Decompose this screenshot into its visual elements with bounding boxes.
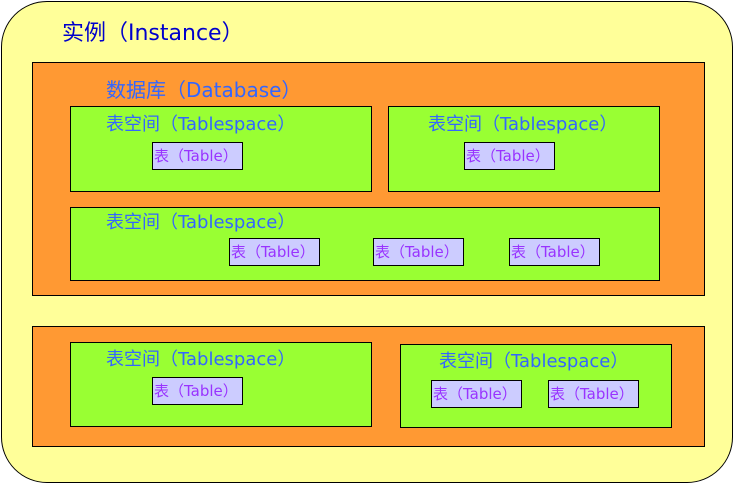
table-box-2: 表（Table）	[464, 142, 555, 170]
tablespace-title-3: 表空间（Tablespace）	[106, 212, 296, 233]
database-box-1: 数据库（Database） 表空间（Tablespace） 表（Table） 表…	[32, 62, 705, 296]
table-box-4: 表（Table）	[373, 238, 464, 266]
instance-title: 实例（Instance）	[62, 21, 244, 46]
table-box-1: 表（Table）	[152, 142, 243, 170]
table-box-7: 表（Table）	[431, 380, 522, 408]
table-box-6: 表（Table）	[152, 377, 243, 405]
tablespace-box-4: 表空间（Tablespace） 表（Table）	[70, 342, 372, 427]
database-box-2: 表空间（Tablespace） 表（Table） 表空间（Tablespace）…	[32, 326, 705, 447]
tablespace-box-1: 表空间（Tablespace） 表（Table）	[70, 106, 372, 192]
database-title: 数据库（Database）	[106, 78, 302, 102]
table-box-3: 表（Table）	[229, 238, 320, 266]
tablespace-title-1: 表空间（Tablespace）	[106, 114, 296, 135]
tablespace-box-2: 表空间（Tablespace） 表（Table）	[388, 106, 660, 192]
tablespace-title-5: 表空间（Tablespace）	[439, 351, 629, 372]
table-box-8: 表（Table）	[548, 380, 639, 408]
table-box-5: 表（Table）	[509, 238, 600, 266]
tablespace-title-2: 表空间（Tablespace）	[428, 114, 618, 135]
tablespace-box-5: 表空间（Tablespace） 表（Table） 表（Table）	[400, 344, 672, 428]
tablespace-title-4: 表空间（Tablespace）	[106, 349, 296, 370]
tablespace-box-3: 表空间（Tablespace） 表（Table） 表（Table） 表（Tabl…	[70, 207, 660, 281]
